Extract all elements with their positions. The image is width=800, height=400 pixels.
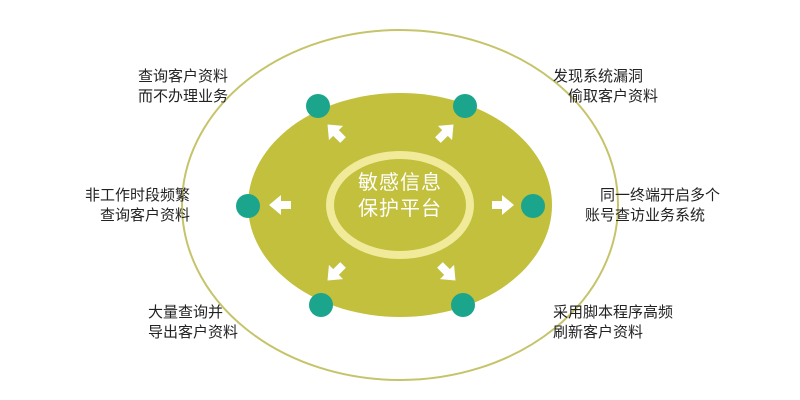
- risk-label-line2: 查询客户资料: [99, 206, 190, 224]
- arrows: [269, 124, 514, 281]
- risk-nodes: [236, 94, 545, 317]
- risk-label-bottom-right: 采用脚本程序高频 刷新客户资料: [553, 302, 723, 342]
- arrow-down-left-icon: [327, 262, 346, 281]
- risk-label-line1: 发现系统漏洞: [553, 67, 644, 85]
- node-bottom-left: [309, 293, 333, 317]
- risk-label-line1: 采用脚本程序高频: [553, 303, 674, 321]
- center-ring: [326, 151, 474, 259]
- node-mid-left: [236, 194, 260, 218]
- risk-label-top-left: 查询客户资料 而不办理业务: [118, 66, 228, 106]
- risk-label-line2: 账号查访业务系统: [585, 206, 706, 224]
- node-top-left: [306, 94, 330, 118]
- arrow-up-left-icon: [327, 124, 346, 143]
- node-top-right: [453, 94, 477, 118]
- risk-label-line1: 同一终端开启多个: [600, 186, 721, 204]
- arrow-left-icon: [269, 195, 291, 215]
- platform-ellipse: [248, 93, 552, 317]
- node-mid-right: [521, 194, 545, 218]
- risk-label-line1: 非工作时段频繁: [84, 186, 190, 204]
- arrow-up-right-icon: [435, 124, 454, 143]
- risk-label-line2: 而不办理业务: [137, 87, 228, 105]
- outer-ring: [181, 29, 619, 381]
- platform-title-line1: 敏感信息: [358, 170, 442, 194]
- risk-label-line2: 导出客户资料: [147, 323, 238, 341]
- risk-label-line2: 偷取客户资料: [568, 87, 659, 105]
- risk-label-line1: 大量查询并: [147, 303, 223, 321]
- risk-label-top-right: 发现系统漏洞 偷取客户资料: [553, 66, 683, 106]
- platform-title-line2: 保护平台: [358, 196, 442, 220]
- risk-label-mid-right: 同一终端开启多个 账号查访业务系统: [585, 185, 755, 225]
- platform-title: 敏感信息 保护平台: [330, 169, 470, 221]
- risk-label-line1: 查询客户资料: [137, 67, 228, 85]
- arrow-right-icon: [492, 195, 514, 215]
- risk-label-bottom-left: 大量查询并 导出客户资料: [118, 302, 238, 342]
- arrow-down-right-icon: [437, 262, 456, 281]
- node-bottom-right: [451, 293, 475, 317]
- risk-label-line2: 刷新客户资料: [553, 323, 644, 341]
- risk-label-mid-left: 非工作时段频繁 查询客户资料: [60, 185, 190, 225]
